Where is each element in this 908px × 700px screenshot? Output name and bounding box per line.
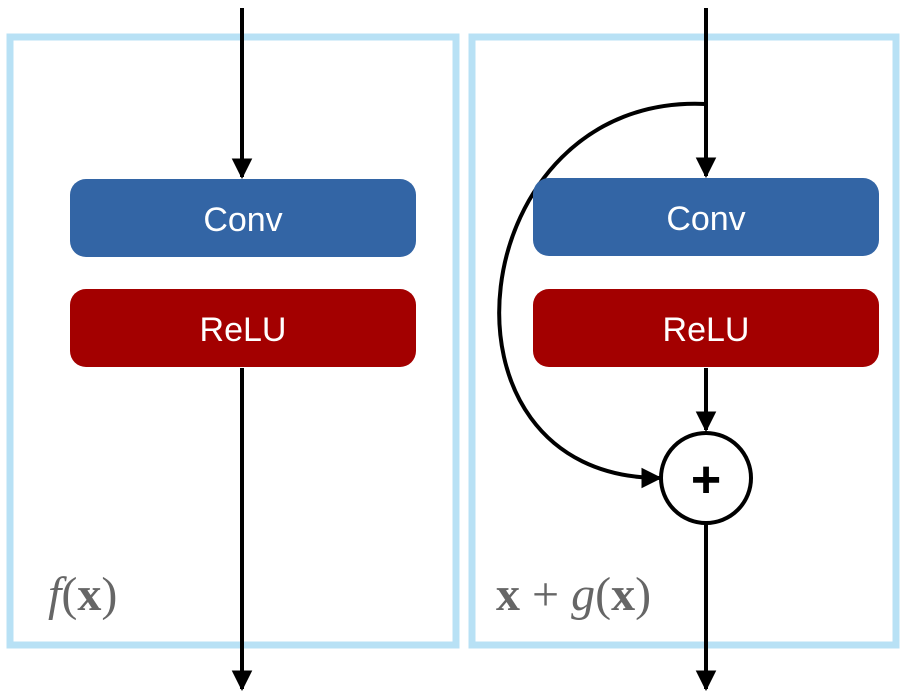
right-formula-open-paren: ( (595, 568, 611, 621)
plus-icon: + (691, 451, 721, 509)
left-panel-frame (6, 33, 460, 649)
right-conv-block: Conv (533, 178, 879, 256)
left-relu-box (70, 289, 416, 367)
right-conv-box (533, 178, 879, 256)
right-relu-label: ReLU (663, 311, 750, 349)
right-relu-box (533, 289, 879, 367)
left-formula-open-paren: ( (61, 568, 77, 621)
left-conv-block: Conv (70, 179, 416, 257)
right-relu-block: ReLU (533, 289, 879, 367)
left-conv-box (70, 179, 416, 257)
left-formula-close-paren: ) (101, 568, 117, 621)
right-formula-close-paren: ) (635, 568, 651, 621)
right-conv-label: Conv (666, 200, 745, 238)
right-formula-x1: x (496, 568, 520, 621)
skip-connection-arrow (497, 101, 707, 489)
left-relu-label: ReLU (200, 311, 287, 349)
right-formula-plus: + (520, 568, 571, 621)
right-formula: x + g(x) (496, 568, 651, 621)
right-formula-g: g (571, 568, 595, 621)
left-conv-label: Conv (203, 201, 282, 239)
right-panel-frame (468, 33, 900, 649)
left-formula-x: x (77, 568, 101, 621)
left-formula: f(x) (48, 568, 117, 621)
right-formula-x2: x (611, 568, 635, 621)
left-relu-block: ReLU (70, 289, 416, 367)
add-node: + (659, 431, 753, 525)
